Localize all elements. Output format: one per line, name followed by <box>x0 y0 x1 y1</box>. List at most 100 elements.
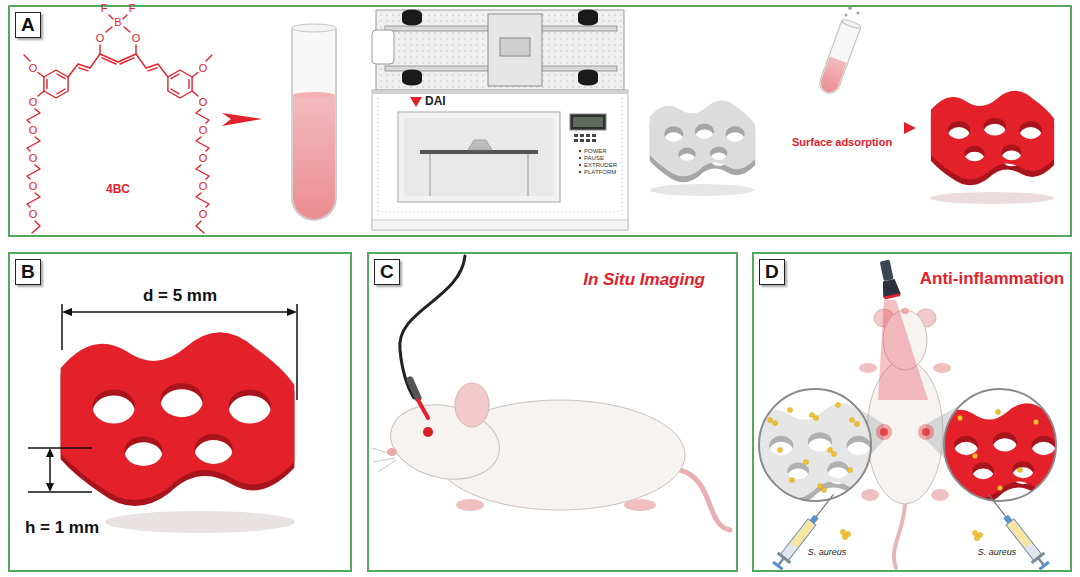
scaffold-dimensions <box>61 332 295 500</box>
scaffold-dimensions <box>28 304 297 492</box>
structure-half <box>79 68 88 71</box>
mouse-side-view <box>373 458 395 462</box>
3d-printer <box>574 134 578 137</box>
mouse-side-view <box>456 499 484 511</box>
panel-title: In Situ Imaging <box>583 270 705 290</box>
3d-printer <box>578 77 598 86</box>
3d-printer <box>430 154 431 196</box>
inset-untreated <box>818 484 823 489</box>
syringe <box>982 489 1051 571</box>
inset-treated <box>958 416 963 421</box>
structure-half <box>32 221 40 233</box>
panel-letter: B <box>15 259 41 285</box>
3d-printer <box>468 140 492 150</box>
3d-printer <box>420 150 538 154</box>
grey-scaffold <box>650 100 755 176</box>
atom-symbol: O <box>199 208 208 221</box>
3d-printer <box>579 157 581 159</box>
inset-untreated <box>848 468 853 473</box>
structure-half <box>47 74 65 94</box>
syringe <box>1038 557 1044 565</box>
mouse-top-view <box>861 489 879 501</box>
optical-fiber <box>410 380 418 398</box>
3d-printer <box>488 14 542 86</box>
atom-symbol: O <box>29 124 38 137</box>
scaffold-dimensions <box>28 304 297 533</box>
inset-untreated <box>790 478 795 483</box>
dye-particles <box>856 11 859 14</box>
dye-particles <box>845 14 848 17</box>
inset-treated <box>1034 420 1039 425</box>
panel-title: Anti-inflammation <box>920 269 1065 289</box>
inset-untreated <box>832 452 837 457</box>
3d-printer <box>579 150 581 152</box>
3d-printer <box>376 10 624 90</box>
atom-symbol: O <box>199 96 208 109</box>
scaffold-dimensions <box>105 511 295 533</box>
inset-untreated <box>828 448 833 453</box>
bacteria-icon <box>840 529 845 534</box>
atom-symbol: O <box>29 96 38 109</box>
structure-half <box>38 91 44 96</box>
3d-printer <box>580 134 584 137</box>
test-tube <box>293 92 335 98</box>
scaffold-dimensions <box>66 311 293 313</box>
dye-particles <box>845 6 860 17</box>
injection-spots <box>918 424 934 440</box>
3d-printer <box>579 171 581 173</box>
optical-fiber <box>400 256 465 398</box>
inset-treated <box>998 486 1003 491</box>
3d-printer <box>592 134 596 137</box>
test-tube <box>292 24 336 32</box>
injection-spots <box>880 428 888 436</box>
figure-panel: CIn Situ Imaging <box>367 252 738 572</box>
3d-printer <box>579 164 581 166</box>
syringe <box>988 494 1006 517</box>
adsorption-arrow <box>772 122 916 134</box>
atom-symbol: O <box>132 32 141 45</box>
arrow-label: Surface adsorption <box>792 136 892 149</box>
bacteria-label: S. aureus <box>808 547 847 557</box>
figure-panel: DAnti-inflammation <box>752 252 1072 572</box>
mouse-top-view <box>859 363 877 373</box>
scaffold-dimensions <box>61 304 63 350</box>
atom-symbol: O <box>199 124 208 137</box>
scaffold-dimensions <box>28 447 92 449</box>
adsorption-arrow <box>904 122 916 134</box>
red-scaffold <box>930 91 1054 204</box>
dimension-label: d = 5 mm <box>143 286 217 306</box>
3d-printer <box>586 139 590 142</box>
mouse-side-view <box>372 448 395 455</box>
panel-letter: A <box>15 12 41 38</box>
bacteria-icon <box>840 529 982 540</box>
scaffold-dimensions <box>49 452 51 488</box>
atom-symbol: O <box>29 180 38 193</box>
atom-symbol: O <box>29 208 38 221</box>
3d-printer <box>586 134 590 137</box>
injection-spots <box>922 428 930 436</box>
mouse-top-view <box>933 363 951 373</box>
inset-treated <box>936 389 1069 505</box>
test-tube <box>292 24 336 220</box>
chemical-structure <box>24 15 212 233</box>
bacteria-icon <box>974 535 979 540</box>
atom-symbol: F <box>101 2 108 15</box>
syringe <box>771 489 840 571</box>
figure-panel: A <box>8 5 1072 237</box>
optical-fiber <box>400 256 465 418</box>
dye-tube <box>817 18 862 96</box>
3d-printer <box>570 114 606 130</box>
inset-treated <box>996 410 1001 415</box>
3d-printer <box>378 98 379 218</box>
structure-half <box>99 45 100 54</box>
flashlight <box>876 259 902 300</box>
atom-symbol: O <box>199 152 208 165</box>
3d-printer <box>592 139 596 142</box>
inset-treated <box>1018 468 1023 473</box>
3d-printer <box>398 112 560 202</box>
mouse-side-view <box>378 460 396 472</box>
scaffold-dimensions <box>296 304 298 400</box>
structure-half <box>27 109 40 123</box>
inset-untreated <box>773 421 778 426</box>
structure-half <box>24 55 44 77</box>
